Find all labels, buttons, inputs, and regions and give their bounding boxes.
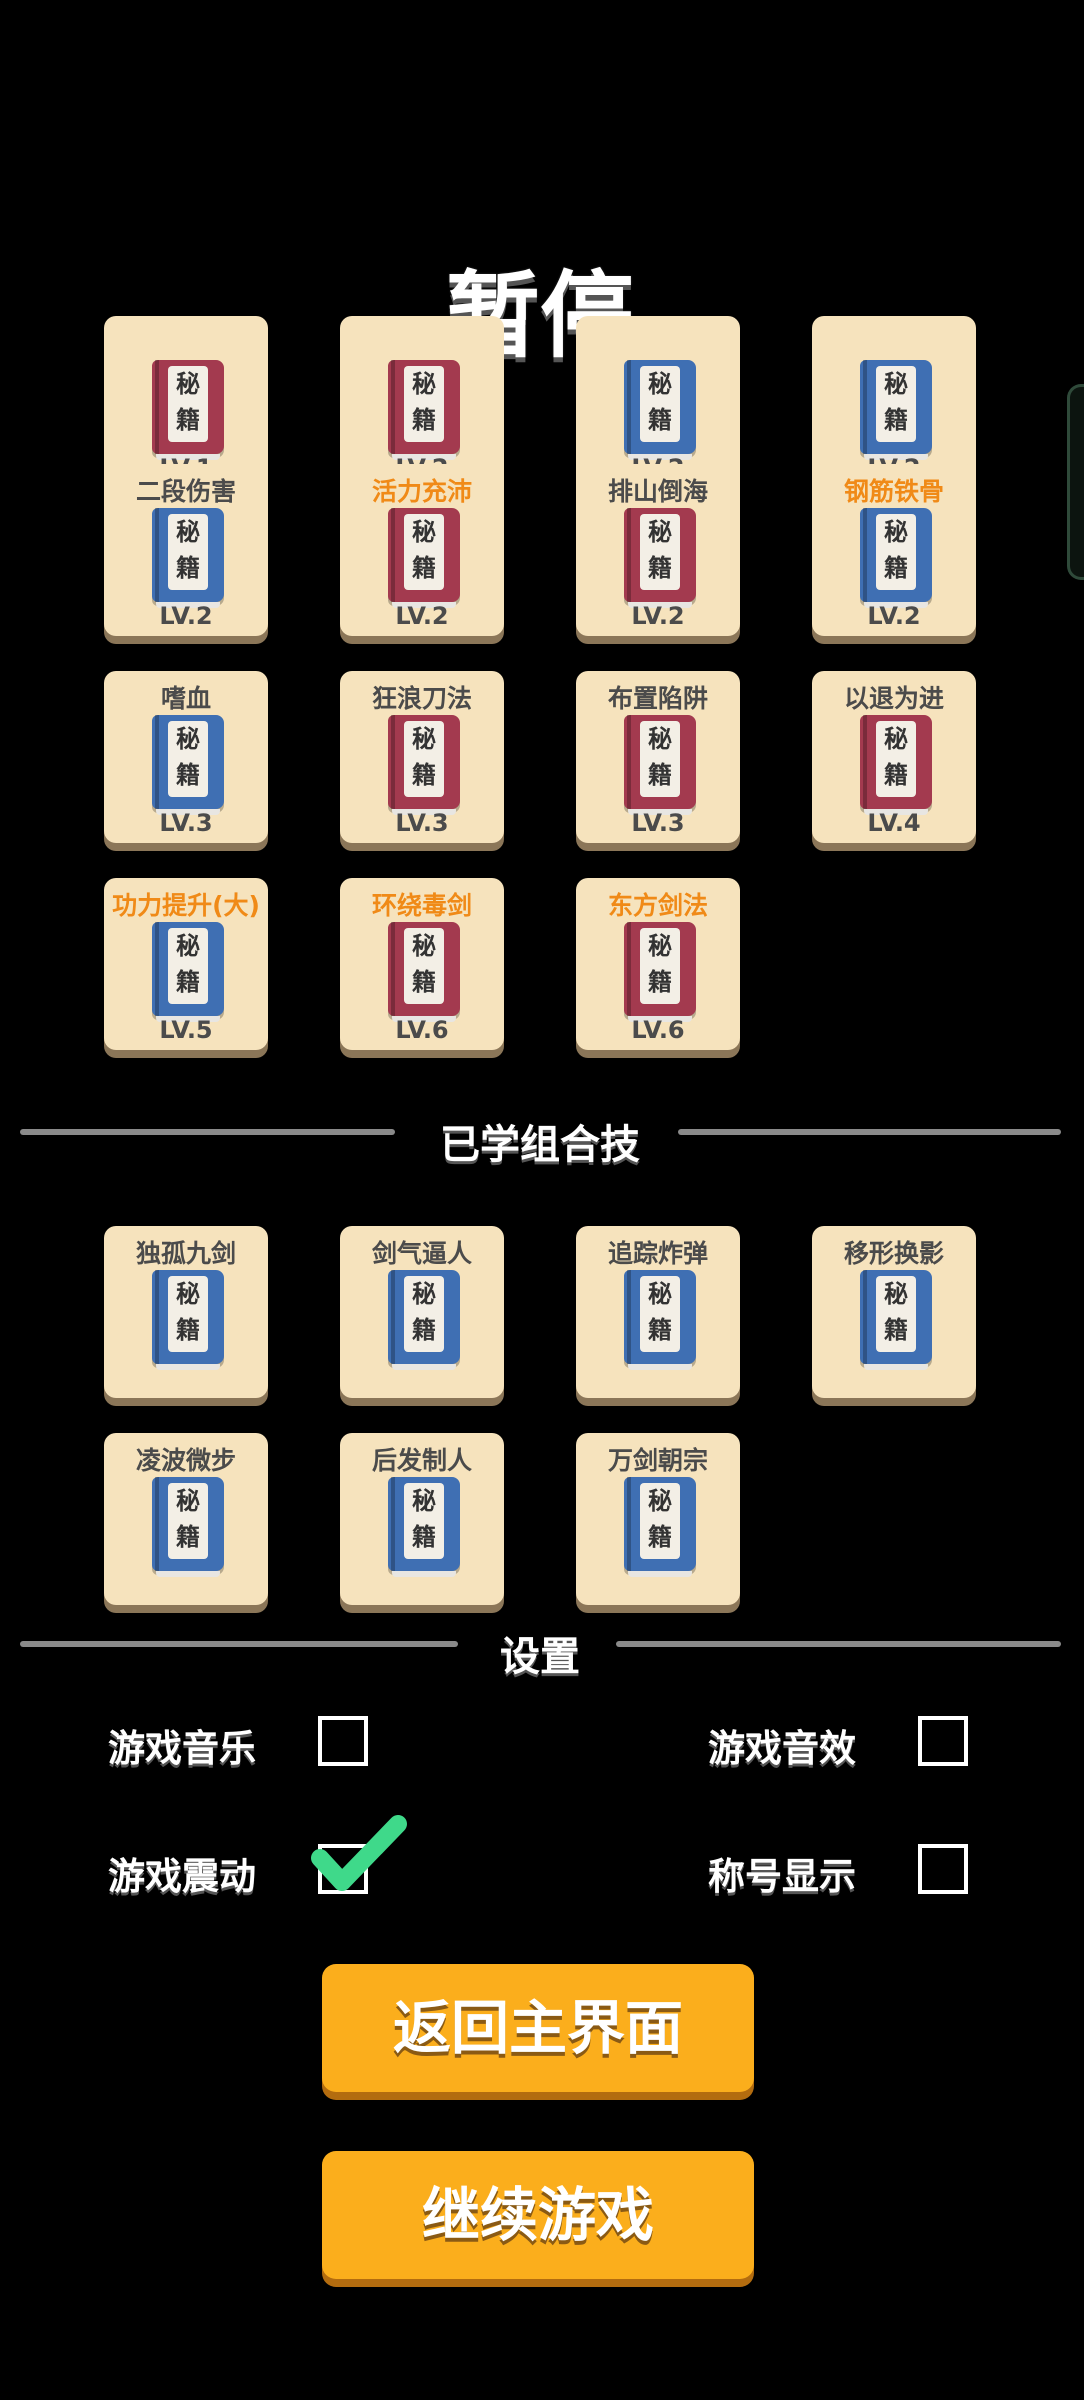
combo-divider-right [678,1129,1061,1135]
skill-level: LV.3 [159,809,213,837]
combo-name: 独孤九剑 [135,1239,236,1268]
book-icon: 秘籍 [624,1477,696,1577]
book-icon: 秘籍 [388,1477,460,1577]
checkmark-icon [311,1815,407,1891]
skill-name: 以退为进 [843,684,944,713]
book-icon: 秘籍 [624,922,696,1022]
return-main-button[interactable]: 返回主界面 [322,1964,754,2092]
skill-level: LV.2 [159,602,213,630]
combo-name: 追踪炸弹 [607,1239,708,1268]
book-icon: 秘籍 [860,715,932,815]
combo-card[interactable]: 凌波微步秘籍 [104,1433,268,1605]
setting-label-vibration: 游戏震动 [108,1855,256,1898]
skill-name: 钢筋铁骨 [843,477,944,506]
setting-label-sfx: 游戏音效 [708,1727,856,1770]
skill-name: 活力充沛 [371,477,472,506]
combo-divider-left [20,1129,395,1135]
settings-title: 设置 [500,1634,580,1680]
checkbox-sfx[interactable] [918,1716,968,1766]
skill-level: LV.6 [631,1016,685,1044]
settings-divider-right [616,1641,1061,1647]
book-icon: 秘籍 [860,1270,932,1370]
book-icon: 秘籍 [388,360,460,460]
setting-label-music: 游戏音乐 [108,1727,256,1770]
skill-level: LV.2 [631,602,685,630]
combo-card[interactable]: 后发制人秘籍 [340,1433,504,1605]
skill-name: 嗜血 [160,684,211,713]
skill-level: LV.5 [159,1016,213,1044]
skill-name: 功力提升(大) [112,891,260,920]
combo-name: 后发制人 [371,1446,472,1475]
skill-name: 环绕毒剑 [371,891,472,920]
combo-card[interactable]: 追踪炸弹秘籍 [576,1226,740,1398]
checkbox-title-display[interactable] [918,1844,968,1894]
combo-card[interactable]: 独孤九剑秘籍 [104,1226,268,1398]
skill-level: LV.4 [867,809,921,837]
book-icon: 秘籍 [388,715,460,815]
book-icon: 秘籍 [860,508,932,608]
checkbox-music[interactable] [318,1716,368,1766]
combo-name: 剑气逼人 [371,1239,472,1268]
book-icon: 秘籍 [152,360,224,460]
skill-level: LV.3 [631,809,685,837]
skill-level: LV.2 [867,602,921,630]
skill-level: LV.2 [395,602,449,630]
combo-name: 万剑朝宗 [607,1446,708,1475]
book-icon: 秘籍 [624,360,696,460]
skill-level: LV.3 [395,809,449,837]
book-icon: 秘籍 [388,1270,460,1370]
settings-divider-left [20,1641,458,1647]
combo-name: 移形换影 [843,1239,944,1268]
book-icon: 秘籍 [152,1477,224,1577]
setting-label-title-display: 称号显示 [708,1855,856,1898]
skill-name: 排山倒海 [607,477,708,506]
book-icon: 秘籍 [388,508,460,608]
learned-skills-list[interactable]: 秘籍LV.1秘籍LV.2秘籍LV.2秘籍LV.2二段伤害秘籍LV.2活力充沛秘籍… [0,316,1080,1078]
book-icon: 秘籍 [152,922,224,1022]
book-icon: 秘籍 [152,715,224,815]
checkbox-vibration[interactable] [311,1815,407,1894]
combo-card[interactable]: 剑气逼人秘籍 [340,1226,504,1398]
book-icon: 秘籍 [624,1270,696,1370]
side-panel-handle[interactable] [1067,384,1084,580]
skill-name: 布置陷阱 [607,684,708,713]
book-icon: 秘籍 [152,1270,224,1370]
skill-name: 东方剑法 [607,891,708,920]
continue-game-button[interactable]: 继续游戏 [322,2151,754,2279]
combo-card[interactable]: 万剑朝宗秘籍 [576,1433,740,1605]
book-icon: 秘籍 [624,715,696,815]
book-icon: 秘籍 [624,508,696,608]
book-icon: 秘籍 [152,508,224,608]
book-icon: 秘籍 [860,360,932,460]
book-icon: 秘籍 [388,922,460,1022]
combo-name: 凌波微步 [135,1446,236,1475]
skill-name: 狂浪刀法 [371,684,472,713]
skill-level: LV.6 [395,1016,449,1044]
combo-card[interactable]: 移形换影秘籍 [812,1226,976,1398]
skill-name: 二段伤害 [135,477,236,506]
combo-section-title: 已学组合技 [440,1122,640,1168]
